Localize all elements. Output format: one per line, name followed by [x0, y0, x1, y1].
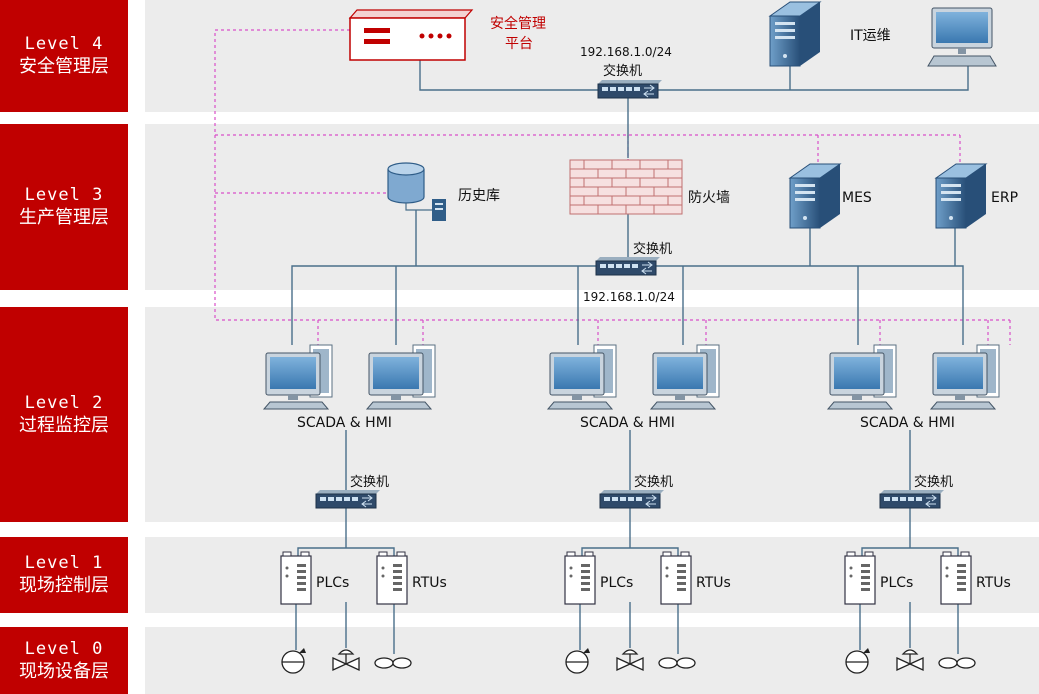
level3-switch-label: 交换机	[633, 241, 672, 257]
level2-en: Level 2	[24, 392, 104, 413]
level1-label: Level 1 现场控制层	[0, 537, 128, 613]
level4-switch-icon	[597, 79, 663, 99]
level2-zh: 过程监控层	[19, 414, 109, 436]
link-cell3-field	[859, 602, 959, 654]
pump-icon	[845, 647, 871, 674]
level0-label: Level 0 现场设备层	[0, 627, 128, 694]
plc-label: PLCs	[316, 575, 349, 591]
level3-switch-icon	[595, 256, 661, 276]
flow-meter-icon	[658, 657, 696, 669]
link-cell1-field	[295, 602, 395, 654]
mgmt-dashed-cell1	[317, 320, 424, 345]
level4-label: Level 4 安全管理层	[0, 0, 128, 112]
security-platform-label-1: 安全管理	[490, 15, 546, 32]
scada-hmi-label: SCADA & HMI	[297, 415, 392, 431]
it-ops-label: IT运维	[850, 28, 891, 44]
cell-3-controllers: PLCs RTUs	[844, 551, 1011, 605]
mgmt-dashed-trunk	[214, 29, 1010, 321]
hmi-workstation-icon	[366, 344, 436, 410]
level2-label: Level 2 过程监控层	[0, 307, 128, 522]
level4-subnet: 192.168.1.0/24	[580, 45, 672, 59]
rtu-label: RTUs	[696, 575, 731, 591]
scada-hmi-label: SCADA & HMI	[580, 415, 675, 431]
cell-1-field-devices	[281, 647, 412, 674]
level1-zh: 现场控制层	[19, 575, 109, 596]
hmi-workstation-icon	[650, 344, 720, 410]
mgmt-dashed-cell3	[879, 320, 1011, 345]
rtu-label: RTUs	[412, 575, 447, 591]
band-level4	[145, 0, 1039, 112]
valve-icon	[616, 649, 644, 671]
level4-en: Level 4	[24, 34, 104, 54]
link-cell2-field	[579, 602, 679, 654]
cell-2-field-devices	[565, 647, 696, 674]
rtu-label: RTUs	[976, 575, 1011, 591]
cell-switch-icon	[315, 489, 381, 509]
pump-icon	[565, 647, 591, 674]
firewall-label: 防火墙	[688, 190, 730, 206]
mes-label: MES	[842, 190, 872, 206]
level1-en: Level 1	[24, 553, 104, 573]
rtu-icon	[660, 551, 692, 605]
valve-icon	[332, 649, 360, 671]
cell-switch-icon	[879, 489, 945, 509]
scada-workstation-icon	[263, 344, 333, 410]
cell-switch-label: 交换机	[350, 474, 389, 490]
firewall-icon	[569, 159, 683, 215]
cell-3: SCADA & HMI 交换机	[827, 344, 1000, 509]
scada-workstation-icon	[827, 344, 897, 410]
flow-meter-icon	[938, 657, 976, 669]
level0-en: Level 0	[24, 638, 104, 659]
link-cell3-bus	[809, 228, 956, 345]
plc-icon	[564, 551, 596, 605]
erp-label: ERP	[991, 190, 1018, 206]
rtu-icon	[940, 551, 972, 605]
flow-meter-icon	[374, 657, 412, 669]
scada-hmi-label: SCADA & HMI	[860, 415, 955, 431]
link-level4-bus	[419, 60, 969, 91]
link-cell3-drop	[861, 430, 959, 558]
valve-icon	[896, 649, 924, 671]
level4-zh: 安全管理层	[19, 56, 109, 77]
link-historian	[395, 210, 417, 345]
cell-2: SCADA & HMI 交换机	[547, 344, 720, 509]
management-links	[214, 29, 1011, 345]
link-cell2-drop	[581, 430, 679, 558]
security-platform-icon	[348, 9, 474, 61]
level0-zh: 现场设备层	[19, 660, 109, 682]
mes-server-icon	[789, 163, 841, 229]
level3-label: Level 3 生产管理层	[0, 124, 128, 290]
link-cell2-bus	[577, 266, 684, 345]
plc-label: PLCs	[880, 575, 913, 591]
erp-server-icon	[935, 163, 987, 229]
band-level2	[145, 307, 1039, 522]
plc-icon	[280, 551, 312, 605]
plc-icon	[844, 551, 876, 605]
historian-db-icon	[387, 162, 446, 221]
cell-2-controllers: PLCs RTUs	[564, 551, 731, 605]
cell-switch-icon	[599, 489, 665, 509]
plc-label: PLCs	[600, 575, 633, 591]
cell-3-field-devices	[845, 647, 976, 674]
link-cell1-drop	[297, 430, 395, 558]
historian-label: 历史库	[458, 188, 500, 204]
scada-workstation-icon	[547, 344, 617, 410]
level3-en: Level 3	[24, 185, 104, 205]
level3-subnet: 192.168.1.0/24	[583, 290, 675, 304]
it-server-icon	[769, 1, 821, 67]
cell-switch-label: 交换机	[914, 474, 953, 490]
level4-switch-label: 交换机	[603, 63, 642, 79]
rtu-icon	[376, 551, 408, 605]
mgmt-dashed-cell2	[597, 320, 707, 345]
cell-switch-label: 交换机	[634, 474, 673, 490]
pump-icon	[281, 647, 307, 674]
level3-zh: 生产管理层	[19, 207, 109, 228]
hmi-workstation-icon	[930, 344, 1000, 410]
cell-1-controllers: PLCs RTUs	[280, 551, 447, 605]
it-ops-workstation-icon	[927, 7, 997, 67]
link-level3-bus	[291, 265, 964, 345]
security-platform-label-2: 平台	[505, 36, 533, 52]
cell-1: SCADA & HMI 交换机	[263, 344, 436, 509]
